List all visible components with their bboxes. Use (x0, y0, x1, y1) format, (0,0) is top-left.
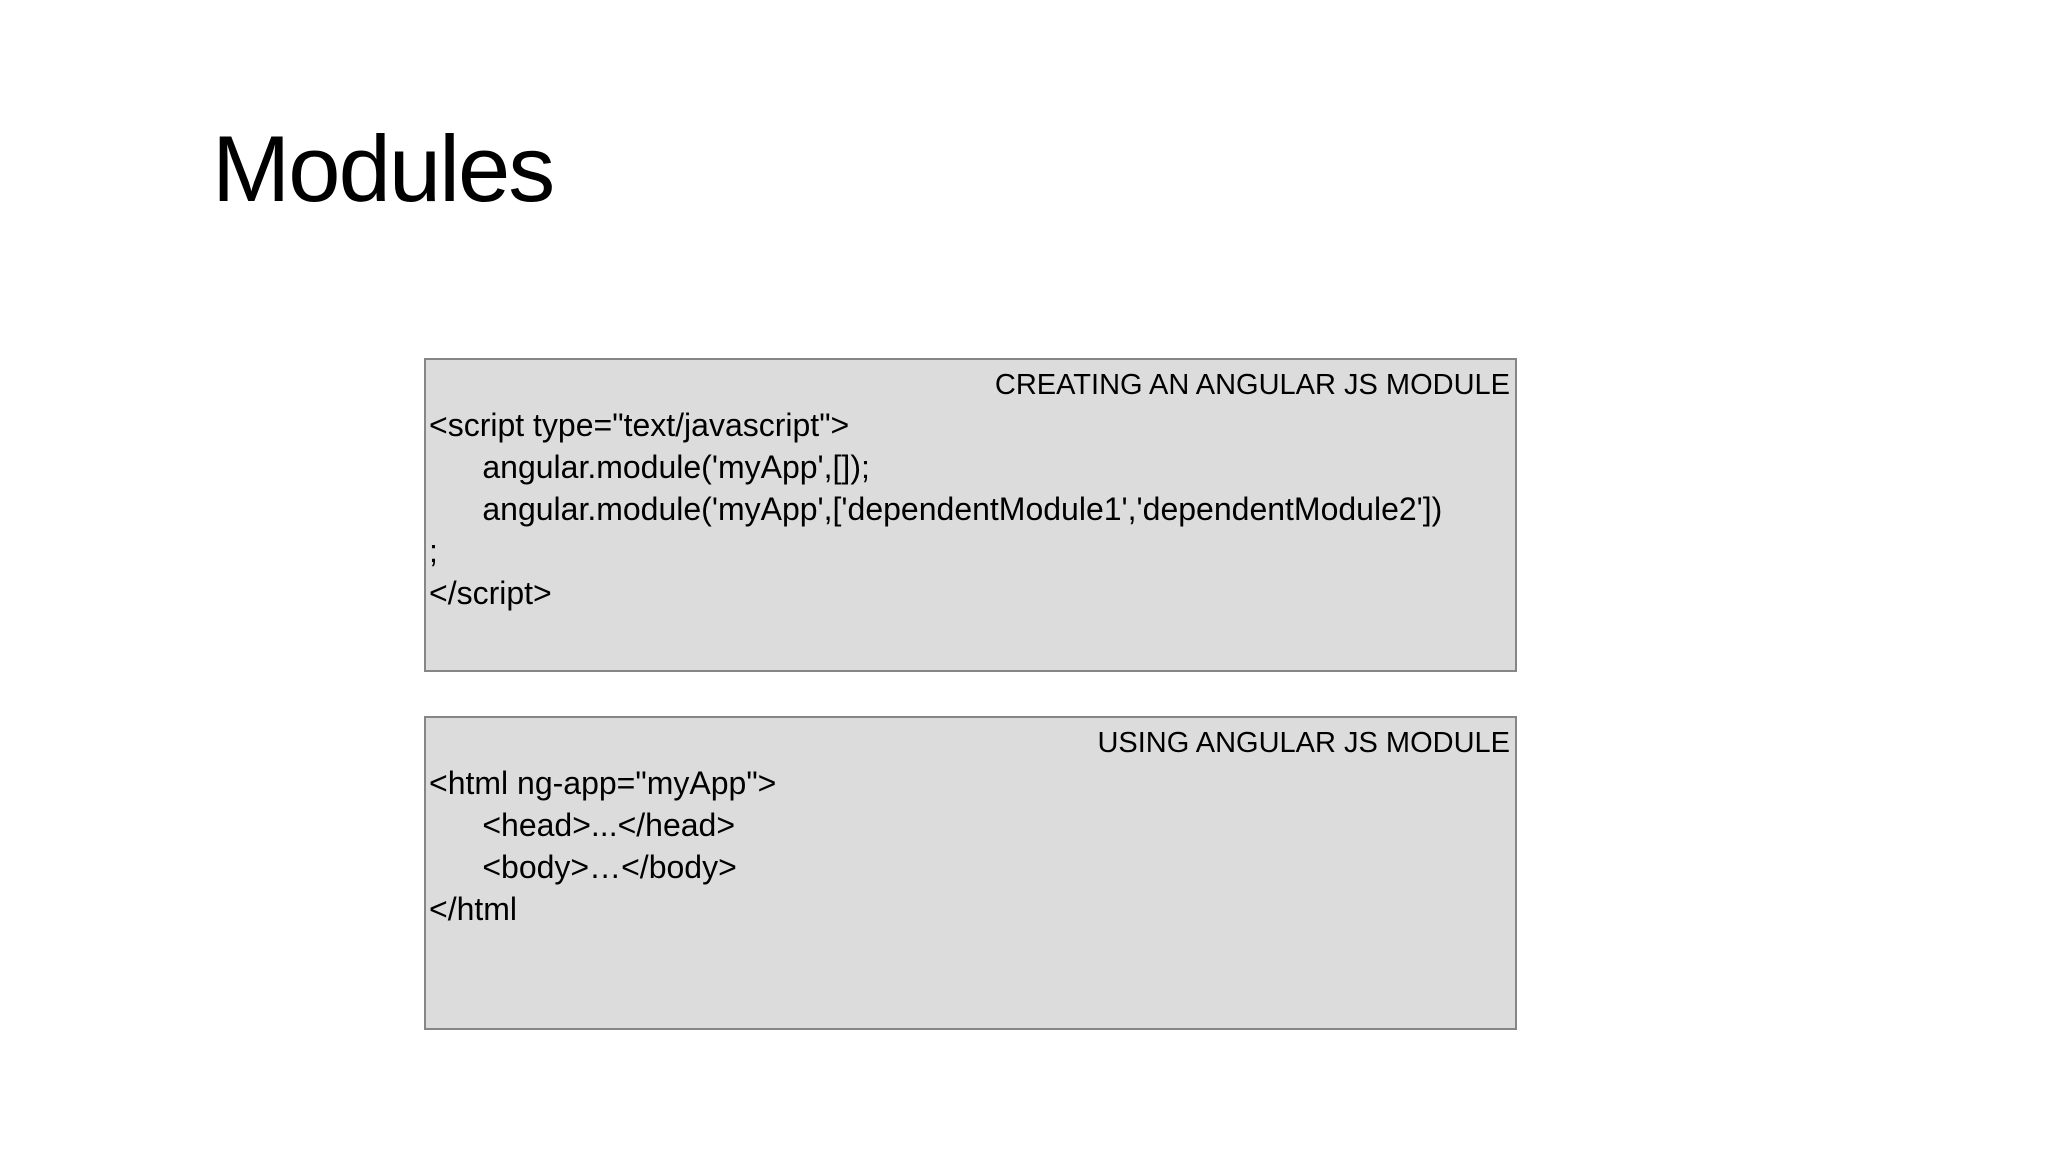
code-line: angular.module('myApp',['dependentModule… (429, 491, 1443, 527)
code-block-using: <html ng-app="myApp"> <head>...</head> <… (426, 762, 1515, 930)
code-line: </html (429, 891, 518, 927)
code-box-using-module: USING ANGULAR JS MODULE <html ng-app="my… (424, 716, 1517, 1030)
code-box-creating-module: CREATING AN ANGULAR JS MODULE <script ty… (424, 358, 1517, 672)
code-line: ; (429, 533, 438, 569)
slide-title: Modules (212, 116, 555, 221)
code-line: </script> (429, 575, 552, 611)
code-line: <script type="text/javascript"> (429, 407, 850, 443)
code-line: <html ng-app="myApp"> (429, 765, 777, 801)
code-box-creating-header: CREATING AN ANGULAR JS MODULE (994, 369, 1510, 401)
code-line: angular.module('myApp',[]); (429, 449, 870, 485)
code-box-using-header: USING ANGULAR JS MODULE (1097, 727, 1510, 759)
code-line: <head>...</head> (429, 807, 736, 843)
code-block-creating: <script type="text/javascript"> angular.… (426, 404, 1515, 614)
code-line: <body>…</body> (429, 849, 737, 885)
